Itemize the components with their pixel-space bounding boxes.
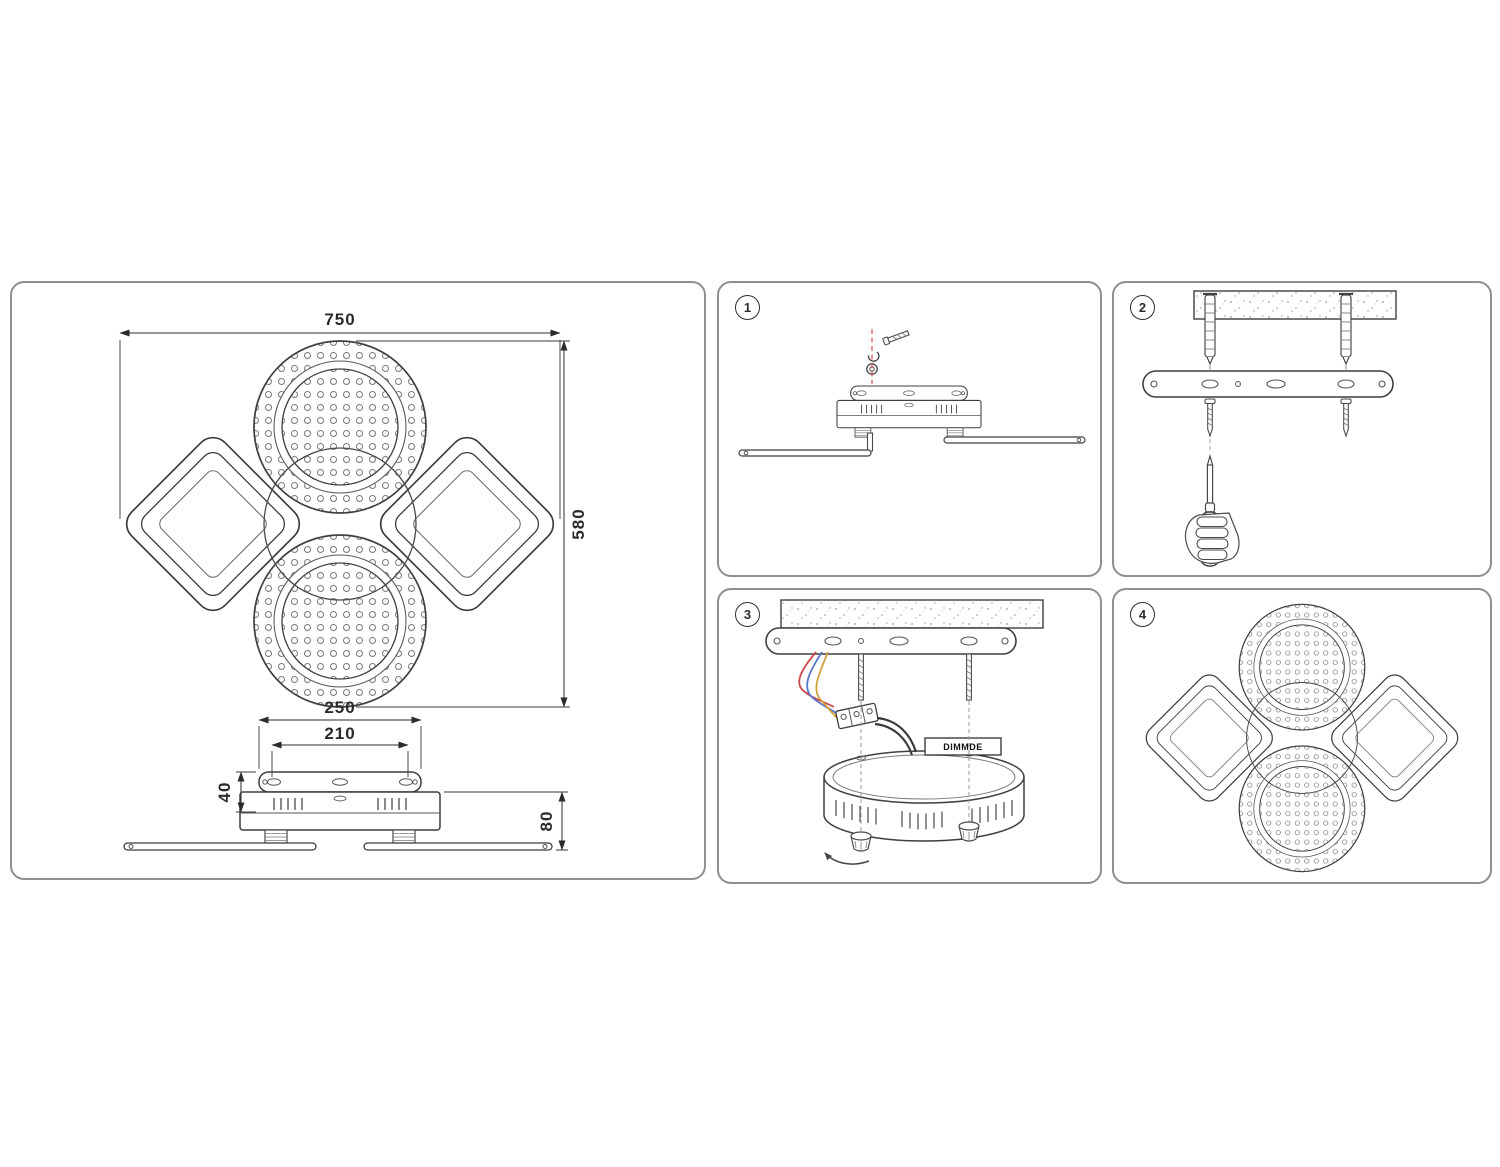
- step-panel-3: 3: [717, 588, 1102, 884]
- rotation-arrow-icon: [824, 852, 870, 865]
- step-panel-2: 2: [1112, 281, 1492, 577]
- step-1-badge: 1: [735, 295, 760, 320]
- driver-label: DIMMDE: [943, 742, 983, 752]
- ceiling: [780, 599, 1044, 629]
- dim-overall-height: 580: [356, 340, 588, 708]
- anchor-guide-lines: [1209, 365, 1347, 370]
- fixture-side-view: [123, 771, 553, 851]
- step-3-number: 3: [743, 607, 752, 622]
- terminal-block: [835, 702, 879, 730]
- step-1-drawing: [738, 329, 1086, 457]
- canopy-vent-slots: [835, 800, 1013, 830]
- dimension-drawing: 750 580 250: [12, 310, 588, 851]
- arm-pin: [866, 432, 874, 452]
- small-screw-icon: [882, 330, 910, 346]
- step-4-number: 4: [1138, 607, 1147, 622]
- step-1-number: 1: [743, 300, 752, 315]
- dim-overall-width: 750: [119, 310, 561, 519]
- exploded-fasteners: [866, 330, 910, 375]
- wire-blue: [806, 651, 837, 714]
- step-3-badge: 3: [735, 602, 760, 627]
- dim-canopy-width: 250: [258, 698, 422, 769]
- step-3-drawing: DIMMDE: [765, 599, 1044, 865]
- dim-body-height: 80: [444, 791, 568, 851]
- washer-icon: [866, 363, 878, 375]
- dim-80-label: 80: [537, 811, 556, 832]
- dim-580-label: 580: [569, 508, 588, 539]
- step-4-drawing: [1114, 590, 1490, 882]
- stud-alignment-dashes: [860, 701, 970, 832]
- dim-bracket-height: 40: [215, 771, 256, 813]
- ceiling: [1193, 290, 1397, 320]
- supply-wires: [798, 651, 840, 721]
- dim-hole-spacing: 210: [271, 724, 409, 777]
- step-2-drawing: [1142, 290, 1397, 567]
- step-2-number: 2: [1138, 300, 1147, 315]
- step-4-badge: 4: [1130, 602, 1155, 627]
- spring-washer-icon: [867, 351, 880, 362]
- step-panel-1: 1: [717, 281, 1102, 577]
- dim-750-label: 750: [324, 310, 355, 329]
- wire-red: [798, 651, 835, 708]
- step-2-badge: 2: [1130, 295, 1155, 320]
- fixture-arms: [738, 432, 1086, 457]
- dim-40-label: 40: [215, 782, 234, 803]
- fixture-arms: [123, 842, 553, 851]
- driver-label-plate: DIMMDE: [924, 737, 1002, 756]
- spec-panel: 750 580 250: [10, 281, 706, 880]
- output-cable: [874, 716, 918, 756]
- wire-yellow: [815, 651, 840, 721]
- dim-250-label: 250: [324, 698, 355, 717]
- driver-canopy: [823, 750, 1025, 842]
- step-panel-4: 4: [1112, 588, 1492, 884]
- dim-210-label: 210: [324, 724, 355, 743]
